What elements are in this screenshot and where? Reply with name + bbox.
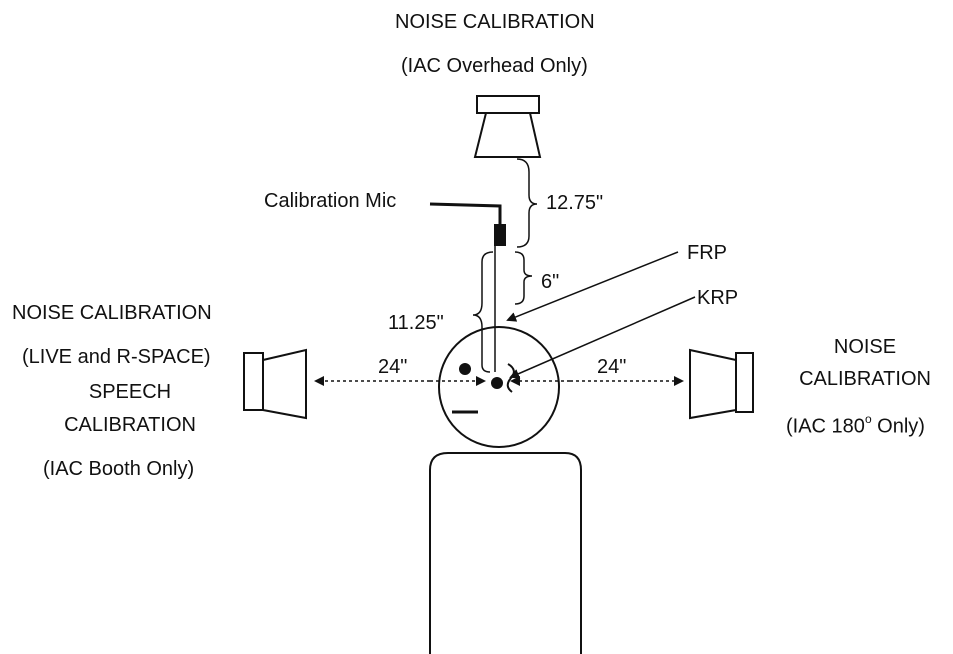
- krp-point: [491, 377, 503, 389]
- left-speaker-subtitle: (LIVE and R-SPACE): [22, 346, 211, 368]
- dim-right-24-label: 24": [597, 356, 627, 378]
- left-speaker-icon: [243, 348, 307, 420]
- overhead-speaker-title: NOISE CALIBRATION: [395, 11, 595, 33]
- frp-label: FRP: [687, 242, 727, 264]
- right-speaker-subtitle-suffix: Only): [871, 415, 925, 438]
- dim-11-25-label: 11.25": [388, 312, 444, 334]
- dim-left-24-label: 24": [378, 356, 408, 378]
- right-speaker-title-line2: CALIBRATION: [799, 368, 931, 390]
- left-speaker-title2-line2: CALIBRATION: [64, 414, 196, 436]
- brace-12-75: [516, 158, 538, 248]
- calibration-mic-icon: [494, 224, 506, 246]
- left-eye: [459, 363, 471, 375]
- overhead-speaker-subtitle: (IAC Overhead Only): [401, 55, 588, 77]
- torso-outline: [429, 452, 582, 654]
- brace-6: [514, 251, 533, 305]
- krp-arrow: [509, 296, 696, 379]
- right-speaker-subtitle: (IAC 180o Only): [786, 410, 925, 438]
- left-speaker-title: NOISE CALIBRATION: [12, 302, 212, 324]
- left-speaker-title2-line1: SPEECH: [88, 381, 172, 403]
- degree-symbol: o: [864, 412, 872, 426]
- frp-arrow: [506, 251, 679, 322]
- krp-label: KRP: [697, 287, 739, 309]
- right-speaker-icon: [689, 348, 754, 420]
- right-speaker-title-line1: NOISE: [833, 336, 897, 358]
- mic-cable: [429, 202, 502, 226]
- right-speaker-subtitle-prefix: (IAC 180: [786, 415, 865, 438]
- dim-12-75-label: 12.75": [546, 192, 604, 214]
- overhead-speaker-icon: [473, 95, 542, 158]
- brace-11-25: [472, 251, 494, 373]
- calibration-mic-label: Calibration Mic: [264, 190, 397, 212]
- left-speaker-subtitle2: (IAC Booth Only): [43, 458, 195, 480]
- dim-6-label: 6": [541, 271, 560, 293]
